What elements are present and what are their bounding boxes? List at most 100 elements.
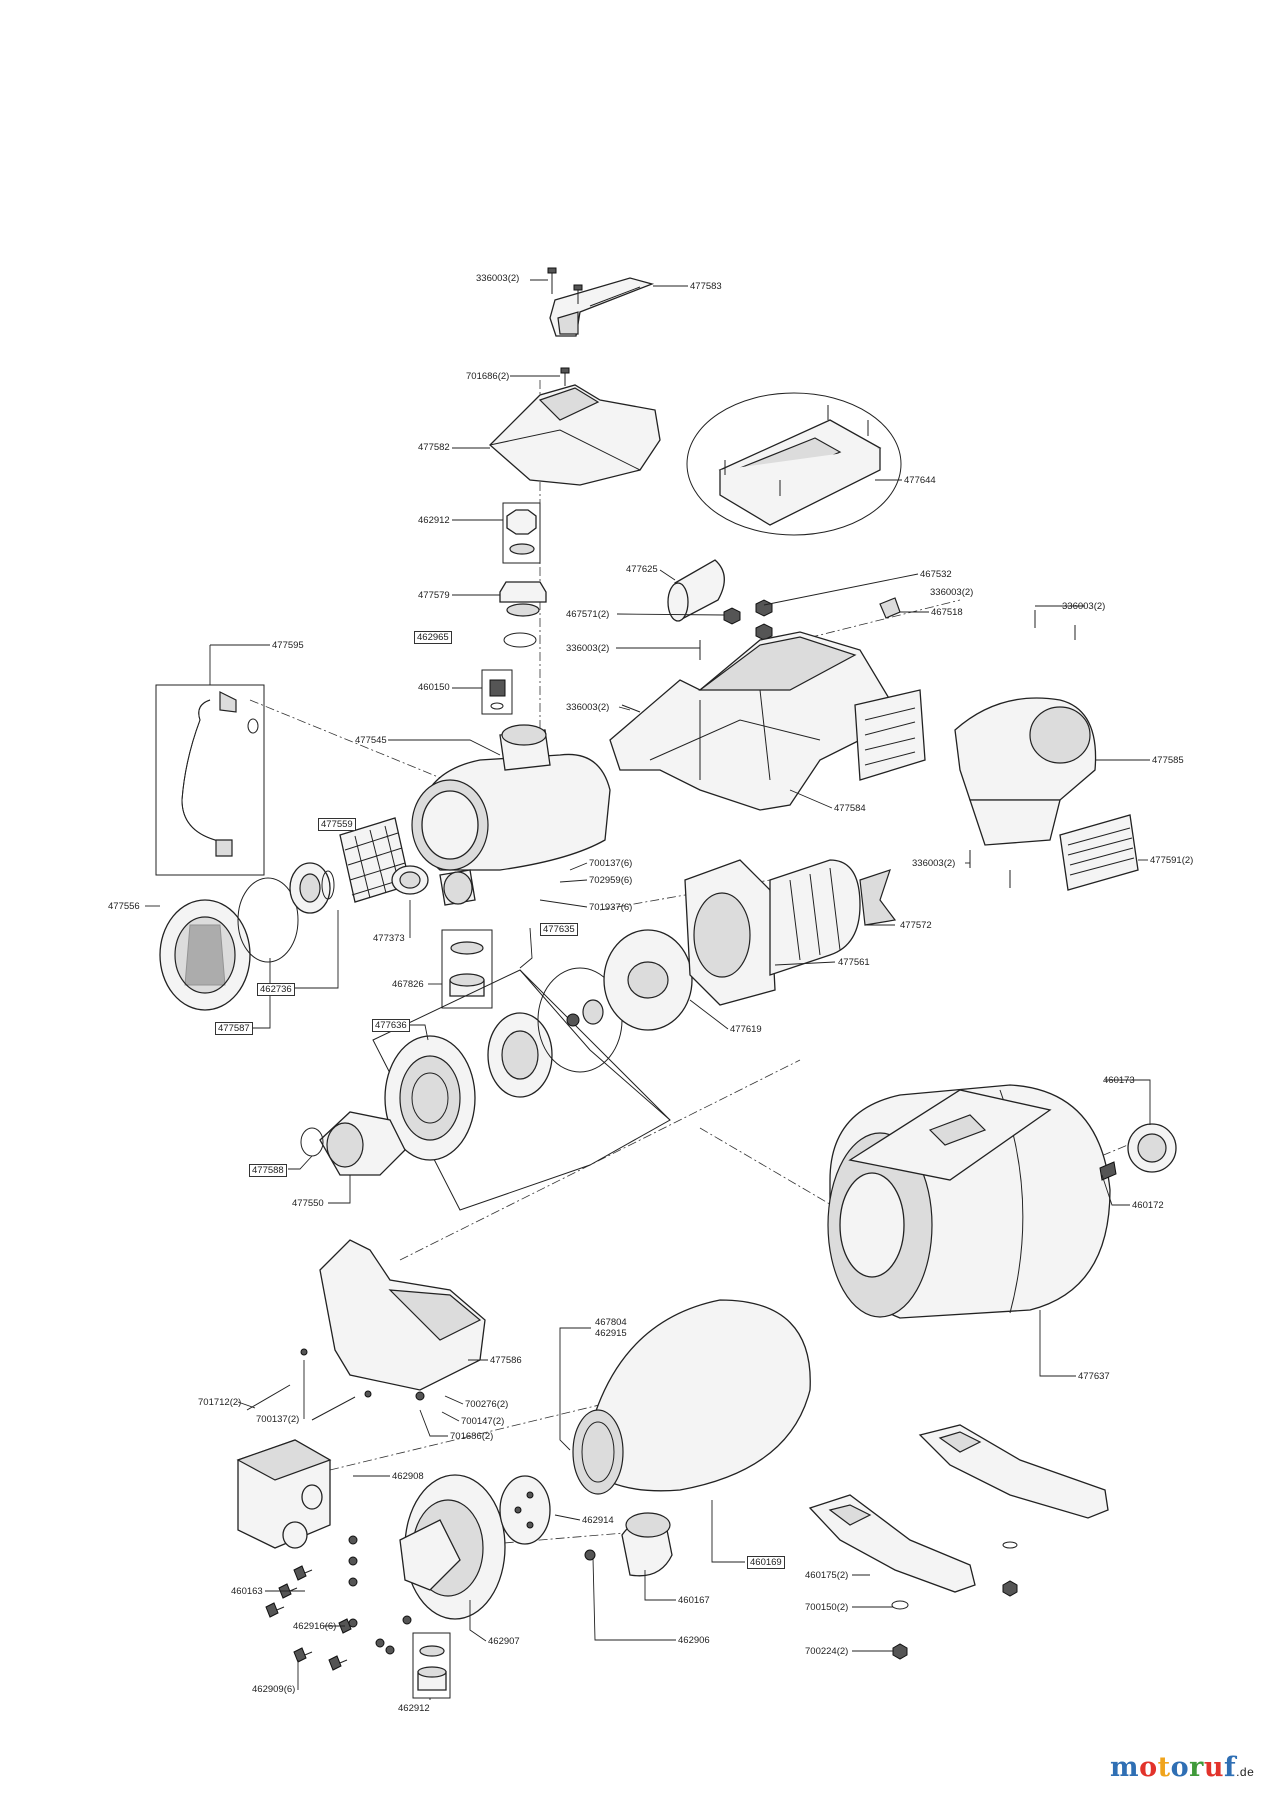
label-460150: 460150 xyxy=(418,682,450,693)
label-477561: 477561 xyxy=(838,957,870,968)
label-462965: 462965 xyxy=(414,631,452,644)
label-700276: 700276(2) xyxy=(465,1399,509,1410)
membrane-460169 xyxy=(572,1299,811,1495)
tank-feet-460175 xyxy=(808,1424,1109,1660)
label-477373: 477373 xyxy=(373,933,405,944)
label-477644: 477644 xyxy=(904,475,936,486)
label-477584: 477584 xyxy=(834,803,866,814)
pump-bracket-477586 xyxy=(246,1239,486,1421)
pipe-477595 xyxy=(155,684,265,876)
label-477637: 477637 xyxy=(1078,1371,1110,1382)
label-462909: 462909(6) xyxy=(252,1684,296,1695)
label-477583: 477583 xyxy=(690,281,722,292)
label-460169: 460169 xyxy=(747,1556,785,1569)
label-462914: 462914 xyxy=(582,1515,614,1526)
label-477636: 477636 xyxy=(372,1019,410,1032)
cap-stack-bottom xyxy=(412,1549,596,1699)
label-336003-mid3: 336003(2) xyxy=(566,702,610,713)
inlet-477550 xyxy=(300,1111,406,1176)
label-460173: 460173 xyxy=(1103,1075,1135,1086)
screw-336003-top xyxy=(547,267,583,304)
motor-477561 xyxy=(684,859,897,1006)
label-477545: 477545 xyxy=(355,735,387,746)
label-701712: 701712(2) xyxy=(198,1397,242,1408)
label-700137-2: 700137(2) xyxy=(256,1414,300,1425)
label-467826: 467826 xyxy=(392,979,424,990)
logo-letter: r xyxy=(1189,1752,1204,1783)
label-477559: 477559 xyxy=(318,818,356,831)
label-700147: 700147(2) xyxy=(461,1416,505,1427)
label-700150: 700150(2) xyxy=(805,1602,849,1613)
label-477587: 477587 xyxy=(215,1022,253,1035)
label-336003-mid2: 336003(2) xyxy=(566,643,610,654)
pump-housing-477545 xyxy=(411,724,611,906)
label-467532: 467532 xyxy=(920,569,952,580)
label-477588: 477588 xyxy=(249,1164,287,1177)
logo-letter: o xyxy=(1170,1752,1190,1783)
logo-suffix: .de xyxy=(1236,1765,1255,1779)
fan-cover-477585 xyxy=(854,689,1097,846)
label-462908: 462908 xyxy=(392,1471,424,1482)
top-housing-477582 xyxy=(489,367,661,486)
valve-parts xyxy=(391,865,493,1009)
end-cap-477556 xyxy=(159,862,335,1011)
label-462916: 462916(6) xyxy=(293,1621,337,1632)
label-477582: 477582 xyxy=(418,442,450,453)
label-701937-6: 701937(6) xyxy=(589,902,633,913)
logo-letter: u xyxy=(1203,1752,1224,1783)
logo-letter: m xyxy=(1110,1752,1140,1783)
label-336003-mid1: 336003(2) xyxy=(930,587,974,598)
label-462907: 462907 xyxy=(488,1636,520,1647)
tank-flange-462907 xyxy=(399,1474,551,1620)
label-462736: 462736 xyxy=(257,983,295,996)
leader-lines xyxy=(145,279,1151,1700)
label-700137-6: 700137(6) xyxy=(589,858,633,869)
logo-letter: f xyxy=(1223,1752,1237,1783)
label-477591: 477591(2) xyxy=(1150,855,1194,866)
label-701686-top: 701686(2) xyxy=(466,371,510,382)
label-702959-6: 702959(6) xyxy=(589,875,633,886)
grille-477591 xyxy=(969,610,1139,891)
label-477556: 477556 xyxy=(108,901,140,912)
logo-wordmark: motoruf xyxy=(1110,1752,1236,1783)
label-460167: 460167 xyxy=(678,1595,710,1606)
label-462912-top: 462912 xyxy=(418,515,450,526)
label-477586: 477586 xyxy=(490,1355,522,1366)
label-460175: 460175(2) xyxy=(805,1570,849,1581)
pressure-tank-477637 xyxy=(827,1084,1177,1319)
screw-set-462909 xyxy=(265,1535,412,1671)
label-477635: 477635 xyxy=(540,923,578,936)
cap-stack-top xyxy=(481,502,547,715)
handle-cover-477583 xyxy=(549,277,655,337)
label-477625: 477625 xyxy=(626,564,658,575)
cap-460167 xyxy=(621,1512,673,1577)
impeller-group xyxy=(372,929,693,1211)
label-477619: 477619 xyxy=(730,1024,762,1035)
label-477550: 477550 xyxy=(292,1198,324,1209)
motoruf-logo: motoruf.de xyxy=(1110,1752,1254,1783)
label-477579: 477579 xyxy=(418,590,450,601)
label-700224: 700224(2) xyxy=(805,1646,849,1657)
label-336003-right: 336003(2) xyxy=(1062,601,1106,612)
label-477572: 477572 xyxy=(900,920,932,931)
label-460172: 460172 xyxy=(1132,1200,1164,1211)
label-336003-top: 336003(2) xyxy=(476,273,520,284)
pressure-switch-460163 xyxy=(236,1439,332,1549)
capacitor-477625 xyxy=(667,559,725,622)
label-462912-low: 462912 xyxy=(398,1703,430,1714)
label-336003-low: 336003(2) xyxy=(912,858,956,869)
label-477585: 477585 xyxy=(1152,755,1184,766)
base-housing-477584 xyxy=(609,631,891,811)
label-467804-462915: 467804 462915 xyxy=(595,1317,627,1339)
small-nuts xyxy=(723,597,901,641)
label-460163: 460163 xyxy=(231,1586,263,1597)
label-467571: 467571(2) xyxy=(566,609,610,620)
logo-letter: o xyxy=(1139,1752,1158,1783)
label-477595: 477595 xyxy=(272,640,304,651)
label-701686-low: 701686(2) xyxy=(450,1431,494,1442)
label-462906: 462906 xyxy=(678,1635,710,1646)
control-panel-477644 xyxy=(686,392,902,536)
label-467518: 467518 xyxy=(931,607,963,618)
